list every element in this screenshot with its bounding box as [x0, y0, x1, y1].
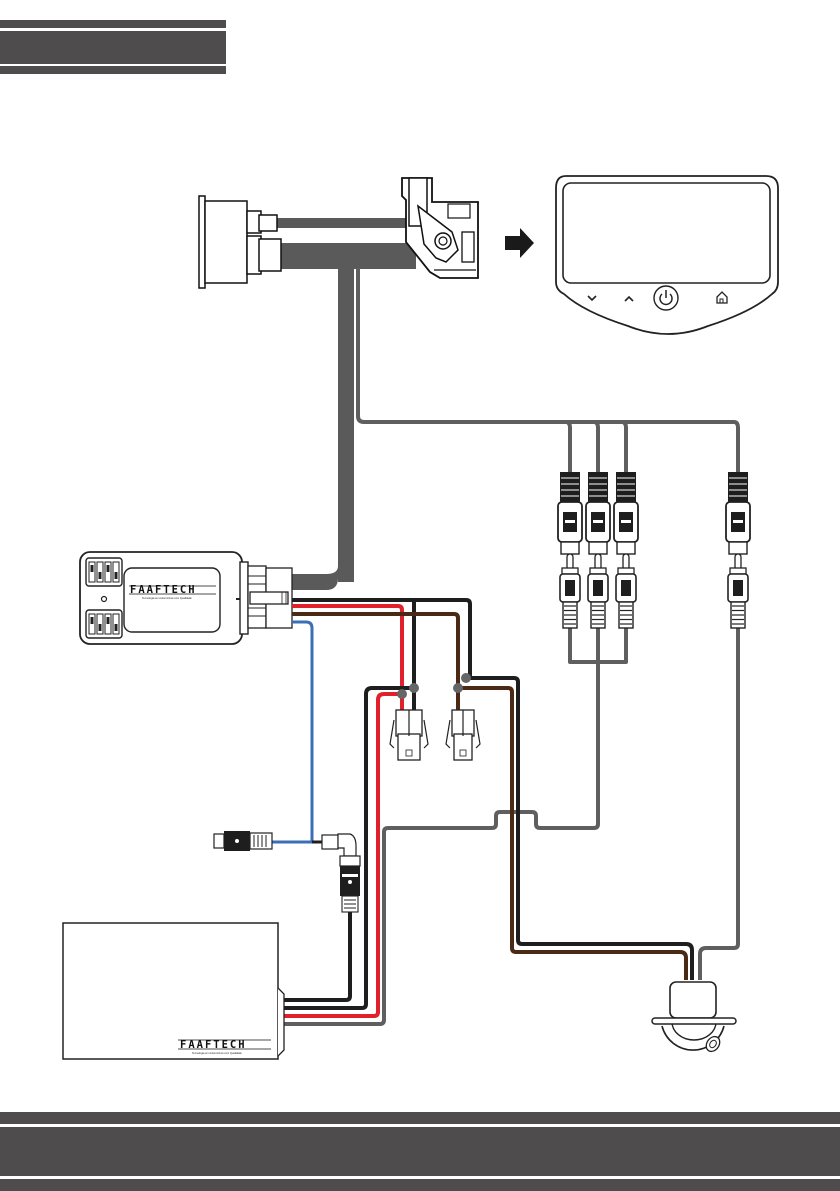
rca-plug-female — [587, 553, 609, 629]
dip-switch-lever — [106, 617, 110, 624]
chevron-up-icon[interactable] — [624, 295, 634, 302]
dip-switch-lever — [90, 565, 94, 572]
rca-plug-male — [725, 472, 751, 555]
display-unit — [555, 175, 779, 335]
rca-plug-male — [613, 472, 639, 555]
dc-jack-female — [213, 831, 273, 851]
status-led — [100, 595, 108, 603]
dc-jack-angled — [321, 833, 361, 913]
oem-harness — [198, 177, 534, 590]
display-screen — [562, 182, 771, 284]
video-module: FAAFTECH Tecnologia em Automotivos com Q… — [62, 922, 285, 1060]
header-band-bottom — [0, 66, 226, 74]
rca-plugs-bottom — [559, 553, 749, 629]
bracket-connector — [401, 177, 479, 279]
rca-plug-female — [727, 553, 749, 629]
wire-junctions — [397, 673, 471, 699]
power-connector-2 — [445, 709, 481, 761]
dip-switch-lever — [90, 617, 94, 624]
dip-switch-lever — [114, 624, 118, 631]
chevron-down-icon[interactable] — [587, 295, 597, 302]
power-connector-1 — [389, 709, 429, 761]
power-icon[interactable] — [653, 285, 679, 311]
label-panel — [123, 567, 221, 633]
arrow-right-icon — [505, 228, 534, 258]
rca-plug-male — [585, 472, 611, 555]
brand-tagline: Tecnologia em Automotivos com Qualidade — [192, 1051, 242, 1055]
footer-band-bottom — [0, 1179, 840, 1191]
home-icon[interactable] — [716, 291, 728, 304]
rca-plug-female — [559, 553, 581, 629]
footer-band-main — [0, 1127, 840, 1176]
interface-module: FAAFTECH Tecnologia em Automotivos com Q… — [79, 551, 293, 645]
harness-trunk — [338, 262, 354, 582]
header-band-top — [0, 20, 226, 28]
rca-plugs-top — [557, 472, 751, 555]
dip-switch-lever — [106, 565, 110, 572]
power-wires — [272, 598, 694, 1026]
round-connector — [198, 195, 282, 289]
brand-tagline: Tecnologia em Automotivos com Qualidade — [142, 596, 192, 600]
brand-logo: FAAFTECH — [130, 584, 197, 596]
harness-wire-upper — [276, 218, 416, 228]
dip-switch-lever — [98, 572, 102, 579]
rca-plug-female — [615, 553, 637, 629]
rear-camera — [651, 981, 737, 1053]
brand-logo: FAAFTECH — [180, 1039, 247, 1051]
dip-switch-lever — [98, 624, 102, 631]
header-band-main — [0, 31, 226, 64]
footer-band-top — [0, 1112, 840, 1124]
dip-switch-lever — [114, 572, 118, 579]
rca-plug-male — [557, 472, 583, 555]
